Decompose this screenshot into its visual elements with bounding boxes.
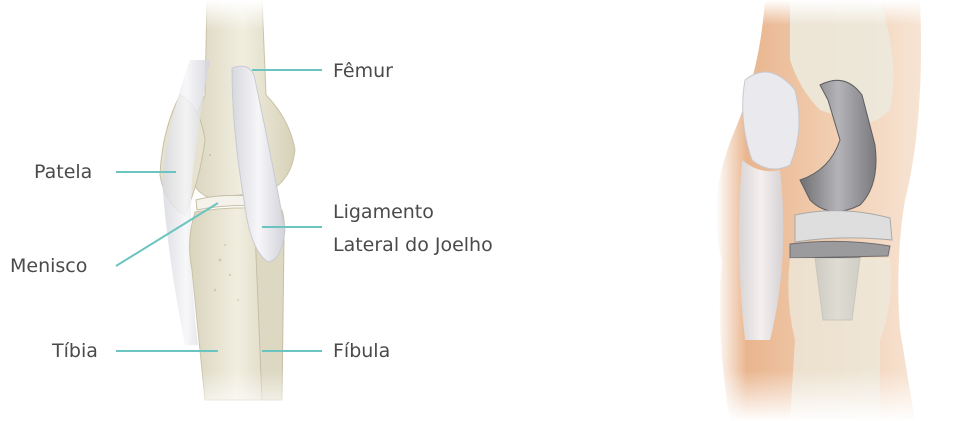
meniscus-label: Menisco — [10, 254, 87, 278]
fibula-label: Fíbula — [333, 339, 390, 363]
normal-knee-illustration — [150, 0, 310, 421]
tibial-implant — [790, 241, 890, 258]
lateral-ligament-label: Ligamento Lateral do Joelho — [333, 196, 493, 262]
ligament-label-line2: Lateral do Joelho — [333, 229, 493, 262]
patella-label: Patela — [34, 160, 92, 184]
plastic-spacer — [795, 211, 892, 242]
ligament-label-line1: Ligamento — [333, 196, 493, 229]
femur-label: Fêmur — [333, 59, 393, 83]
knee-replacement-illustration — [700, 0, 940, 421]
tibia-label: Tíbia — [52, 339, 98, 363]
